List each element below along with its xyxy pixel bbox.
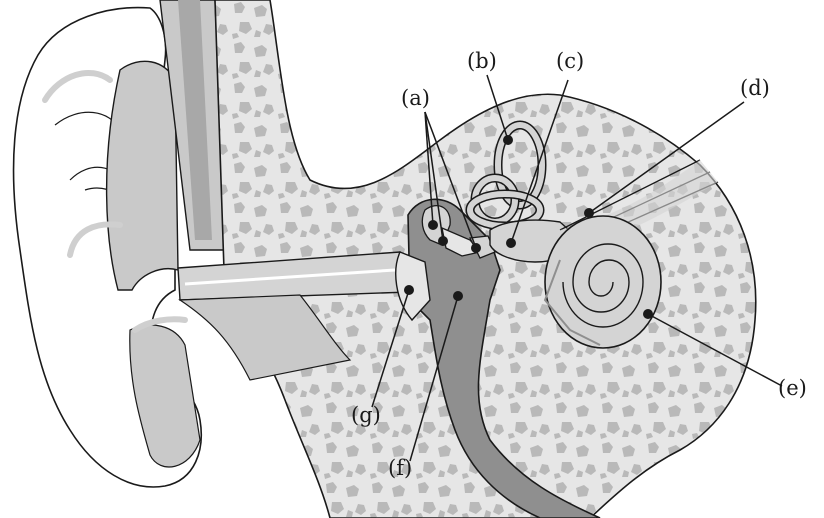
label-g: (g)	[351, 403, 381, 427]
cochlea	[545, 216, 661, 348]
label-e: (e)	[778, 376, 807, 400]
label-c: (c)	[556, 49, 584, 73]
label-d: (d)	[740, 76, 770, 100]
label-b: (b)	[467, 49, 497, 73]
label-f: (f)	[388, 456, 412, 480]
label-a: (a)	[401, 86, 430, 110]
concha	[107, 61, 178, 290]
